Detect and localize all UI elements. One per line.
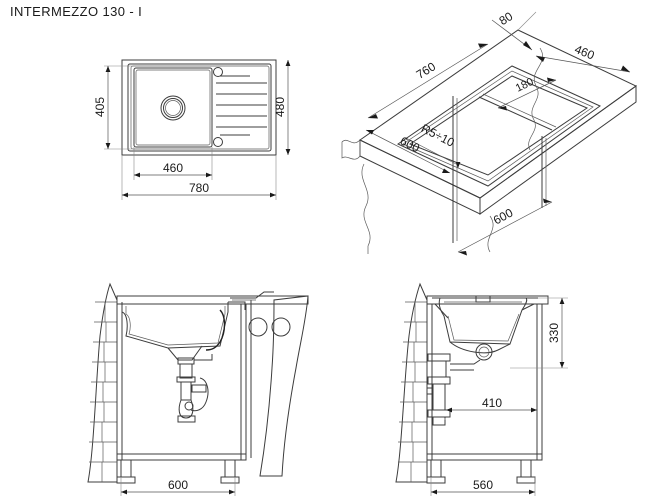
drainboard-grooves [216,75,267,136]
side-section-view: 330 410 560 [370,270,650,500]
adjustable-feet [116,459,240,484]
dimension-760: 760 [367,43,489,119]
dimension-label-410: 410 [482,396,502,410]
dimension-405: 405 [93,65,132,150]
front-section-view: 600 [60,270,345,500]
dimension-label-480: 480 [273,97,287,117]
dimension-460: 460 [133,147,213,180]
dimension-label-180: 180 [514,76,536,95]
dimension-460-iso: 460 [535,42,631,73]
dimension-label-600-front: 600 [168,478,188,492]
dimension-410: 410 [444,396,537,420]
tap-hole-left [248,317,268,337]
isometric-cutout-view: 80 460 760 180 [340,8,650,258]
adjustable-feet-side [426,459,536,484]
tap-hole-lower [213,137,223,147]
brick-wall-side [395,282,428,483]
dimension-label-600-left: 600 [398,134,422,156]
dimension-label-460-iso: 460 [573,42,597,63]
brick-wall [87,282,118,483]
dimension-480: 480 [273,60,291,155]
dimension-label-460: 460 [163,161,183,175]
dimension-330: 330 [510,297,568,369]
tap-hole-upper [213,67,223,77]
dimension-560: 560 [430,477,536,496]
dimension-780: 780 [121,155,277,200]
dimension-label-760: 760 [414,59,439,82]
page-title: INTERMEZZO 130 - I [10,4,143,19]
dimension-600-front: 600 [120,477,236,496]
dimension-label-780: 780 [189,181,209,195]
drain-trap [176,357,209,423]
dimension-600-right: 600 [457,198,553,256]
dimension-label-405: 405 [93,97,107,117]
top-plan-view: 405 480 460 [70,48,320,213]
dimension-label-560: 560 [473,478,493,492]
dimension-label-600-right: 600 [491,205,516,227]
dimension-180: 180 [497,76,557,111]
waste-standpipe [427,353,481,426]
tap-hole-right [271,317,291,337]
dimension-label-330: 330 [547,323,561,343]
